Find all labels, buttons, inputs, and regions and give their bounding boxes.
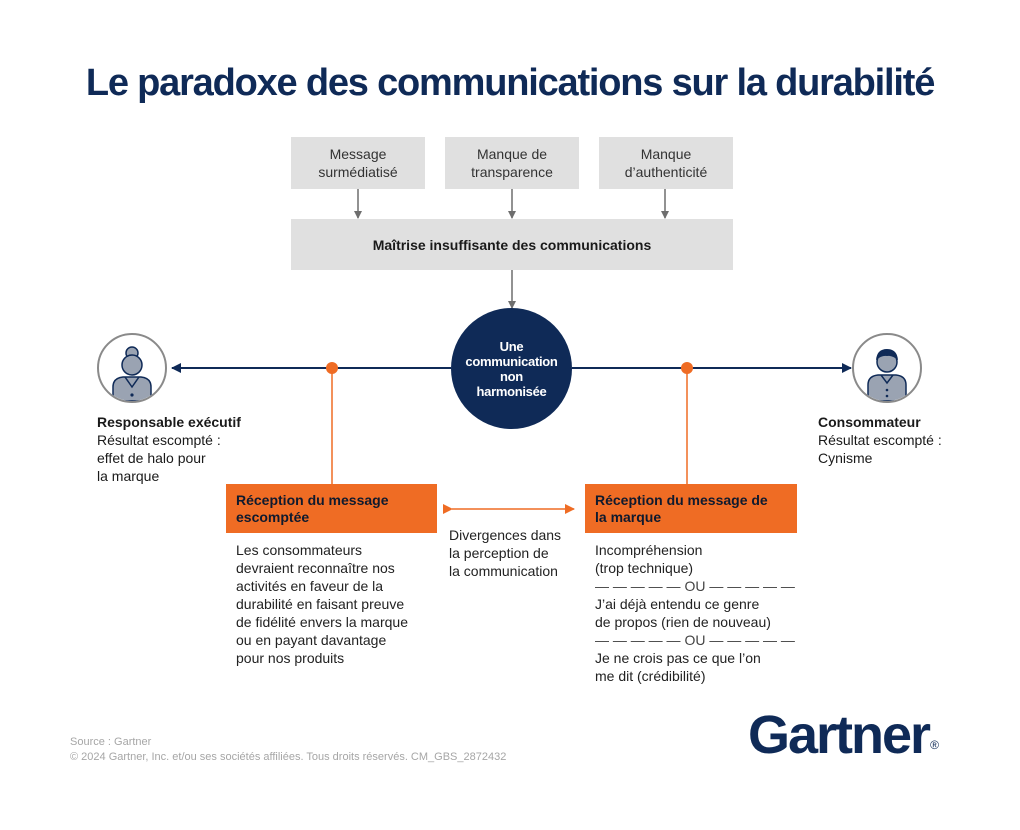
cause-3-line2: d’authenticité: [624, 164, 708, 180]
expected-body-line: ou en payant davantage: [236, 632, 387, 648]
brand-option1-line: (trop technique): [595, 560, 694, 576]
brand-option2-line: J’ai déjà entendu ce genre: [595, 596, 760, 612]
consumer-text: Consommateur Résultat escompté : Cynisme: [818, 413, 1008, 467]
cause-3-line1: Manque: [640, 146, 692, 162]
cause-1-line2: surmédiatisé: [318, 164, 398, 180]
executive-line1: Résultat escompté :: [97, 432, 221, 448]
center-circle: Une communication non harmonisée: [451, 308, 572, 429]
cause-box-authenticity: Manque d’authenticité: [599, 137, 733, 189]
circle-line4: harmonisée: [476, 383, 547, 399]
page-title: Le paradoxe des communications sur la du…: [85, 62, 936, 104]
brand-option3-line: Je ne crois pas ce que l’on: [595, 650, 761, 666]
cause-2-line2: transparence: [471, 164, 553, 180]
brand-option1-line: Incompréhension: [595, 542, 703, 558]
footer: Source : Gartner © 2024 Gartner, Inc. et…: [70, 735, 506, 765]
divergence-text: Divergences dans la perception de la com…: [449, 526, 584, 580]
orange-dot-left: [326, 362, 338, 374]
executive-line2: effet de halo pour: [97, 450, 206, 466]
orange-dot-right: [681, 362, 693, 374]
expected-reception-header: Réception du message escomptée: [226, 484, 437, 533]
expected-body-line: durabilité en faisant preuve: [236, 596, 405, 612]
logo-text: Gartner: [748, 705, 931, 765]
brand-option3-line: me dit (crédibilité): [595, 668, 706, 684]
cause-1-line1: Message: [329, 146, 387, 162]
main-box-label: Maîtrise insuffisante des communications: [372, 236, 652, 253]
executive-text: Responsable exécutif Résultat escompté :…: [97, 413, 287, 485]
cause-box-oversaturated: Message surmédiatisé: [291, 137, 425, 189]
expected-body-line: Les consommateurs: [236, 542, 363, 558]
consumer-avatar-icon: [852, 333, 922, 403]
divergence-line: la communication: [449, 563, 558, 579]
brand-reception-body: Incompréhension (trop technique) — — — —…: [595, 541, 810, 685]
cause-2-line1: Manque de: [476, 146, 548, 162]
expected-body-line: de fidélité envers la marque: [236, 614, 408, 630]
circle-line3: non: [500, 368, 523, 384]
circle-line1: Une: [499, 338, 524, 354]
or-separator: — — — — — OU — — — — —: [595, 632, 795, 648]
brand-header-line2: la marque: [595, 509, 662, 525]
expected-header-line1: Réception du message: [236, 492, 389, 508]
consumer-name: Consommateur: [818, 414, 921, 430]
expected-body-line: pour nos produits: [236, 650, 345, 666]
gartner-logo: Gartner®: [748, 704, 939, 766]
brand-option2-line: de propos (rien de nouveau): [595, 614, 771, 630]
logo-registered-mark: ®: [930, 738, 939, 752]
cause-box-transparency: Manque de transparence: [445, 137, 579, 189]
consumer-line2: Cynisme: [818, 450, 873, 466]
expected-body-line: activités en faveur de la: [236, 578, 384, 594]
divergence-line: Divergences dans: [449, 527, 562, 543]
executive-name: Responsable exécutif: [97, 414, 241, 430]
consumer-line1: Résultat escompté :: [818, 432, 942, 448]
expected-header-line2: escomptée: [236, 509, 310, 525]
expected-reception-body: Les consommateurs devraient reconnaître …: [236, 541, 446, 667]
main-box-insufficient-mastery: Maîtrise insuffisante des communications: [291, 219, 733, 270]
executive-line3: la marque: [97, 468, 160, 484]
brand-reception-header: Réception du message de la marque: [585, 484, 797, 533]
footer-source: Source : Gartner: [70, 736, 152, 748]
circle-line2: communication: [465, 353, 558, 369]
or-separator: — — — — — OU — — — — —: [595, 578, 795, 594]
expected-body-line: devraient reconnaître nos: [236, 560, 395, 576]
executive-avatar-icon: [97, 333, 167, 403]
divergence-line: la perception de: [449, 545, 549, 561]
footer-copyright: © 2024 Gartner, Inc. et/ou ses sociétés …: [70, 751, 507, 763]
brand-header-line1: Réception du message de: [595, 492, 768, 508]
